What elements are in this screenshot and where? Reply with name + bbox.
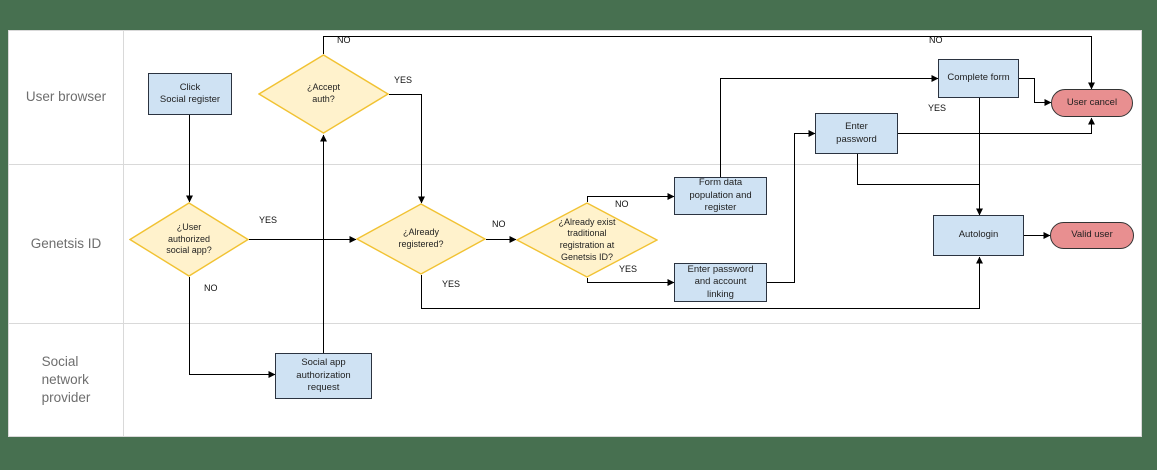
node-accept-auth-decision: ¿Accept auth?	[258, 54, 389, 134]
node-click-social-register: Click Social register	[148, 73, 232, 115]
node-label: ¿User authorized social app?	[166, 221, 212, 256]
node-user-cancel: User cancel	[1051, 89, 1133, 117]
node-label: ¿Accept auth?	[306, 82, 340, 104]
node-autologin: Autologin	[933, 215, 1024, 256]
node-label: Complete form	[947, 72, 1010, 84]
lane-header-genetsis-id: Genetsis ID	[9, 165, 124, 323]
node-enter-password-account-linking: Enter password and account linking	[674, 263, 767, 302]
lane-header-social-network-provider: Social network provider	[9, 324, 124, 436]
edge-label-already-registered-no: NO	[492, 219, 506, 229]
diamond-shape	[516, 202, 658, 278]
node-already-registered-decision: ¿Already registered?	[356, 203, 486, 275]
edge-label-accept-auth-yes: YES	[394, 75, 413, 85]
node-label: Social app authorization request	[296, 357, 351, 394]
node-user-authorized-decision: ¿User authorized social app?	[129, 202, 249, 277]
node-label: Enter password and account linking	[687, 263, 754, 300]
diamond-shape	[258, 54, 389, 134]
edge-label-already-registered-yes: YES	[442, 279, 461, 289]
node-valid-user: Valid user	[1050, 222, 1134, 249]
lane-genetsis-id: Genetsis ID	[9, 165, 1141, 324]
node-label: ¿Already exist traditional registration …	[558, 216, 616, 262]
edge-label-already-exist-yes: YES	[619, 264, 638, 274]
node-label: Enter password	[836, 121, 877, 145]
node-already-exist-decision: ¿Already exist traditional registration …	[516, 202, 658, 278]
node-label: ¿Already registered?	[398, 227, 444, 249]
edge-label-already-exist-no: NO	[615, 199, 629, 209]
edge-label-complete-form-yes: YES	[928, 103, 947, 113]
lane-social-network-provider: Social network provider	[9, 324, 1141, 436]
swimlane-diagram: User browser Genetsis ID Social network …	[8, 30, 1142, 437]
node-form-data-population: Form data population and register	[674, 177, 767, 215]
node-label: Form data population and register	[689, 177, 752, 214]
lane-label: User browser	[25, 89, 107, 105]
node-label: Valid user	[1071, 229, 1113, 241]
edge-label-user-authorized-no: NO	[204, 283, 218, 293]
lane-label: Genetsis ID	[30, 235, 102, 251]
edge-label-accept-auth-no: NO	[337, 35, 351, 45]
node-label: Click Social register	[159, 81, 221, 105]
edge-label-user-authorized-yes: YES	[259, 215, 278, 225]
lane-user-browser: User browser	[9, 31, 1141, 165]
node-complete-form: Complete form	[938, 59, 1019, 98]
diamond-shape	[356, 203, 486, 275]
lane-header-user-browser: User browser	[9, 31, 124, 164]
node-label: User cancel	[1066, 96, 1118, 108]
node-label: Autologin	[958, 229, 999, 241]
lane-label: Social network provider	[41, 353, 91, 406]
node-social-app-authorization-request: Social app authorization request	[275, 353, 372, 399]
swimlanes: User browser Genetsis ID Social network …	[9, 31, 1141, 436]
diamond-shape	[129, 202, 249, 277]
node-enter-password: Enter password	[815, 113, 898, 154]
edge-label-user-cancel-no: NO	[929, 35, 943, 45]
